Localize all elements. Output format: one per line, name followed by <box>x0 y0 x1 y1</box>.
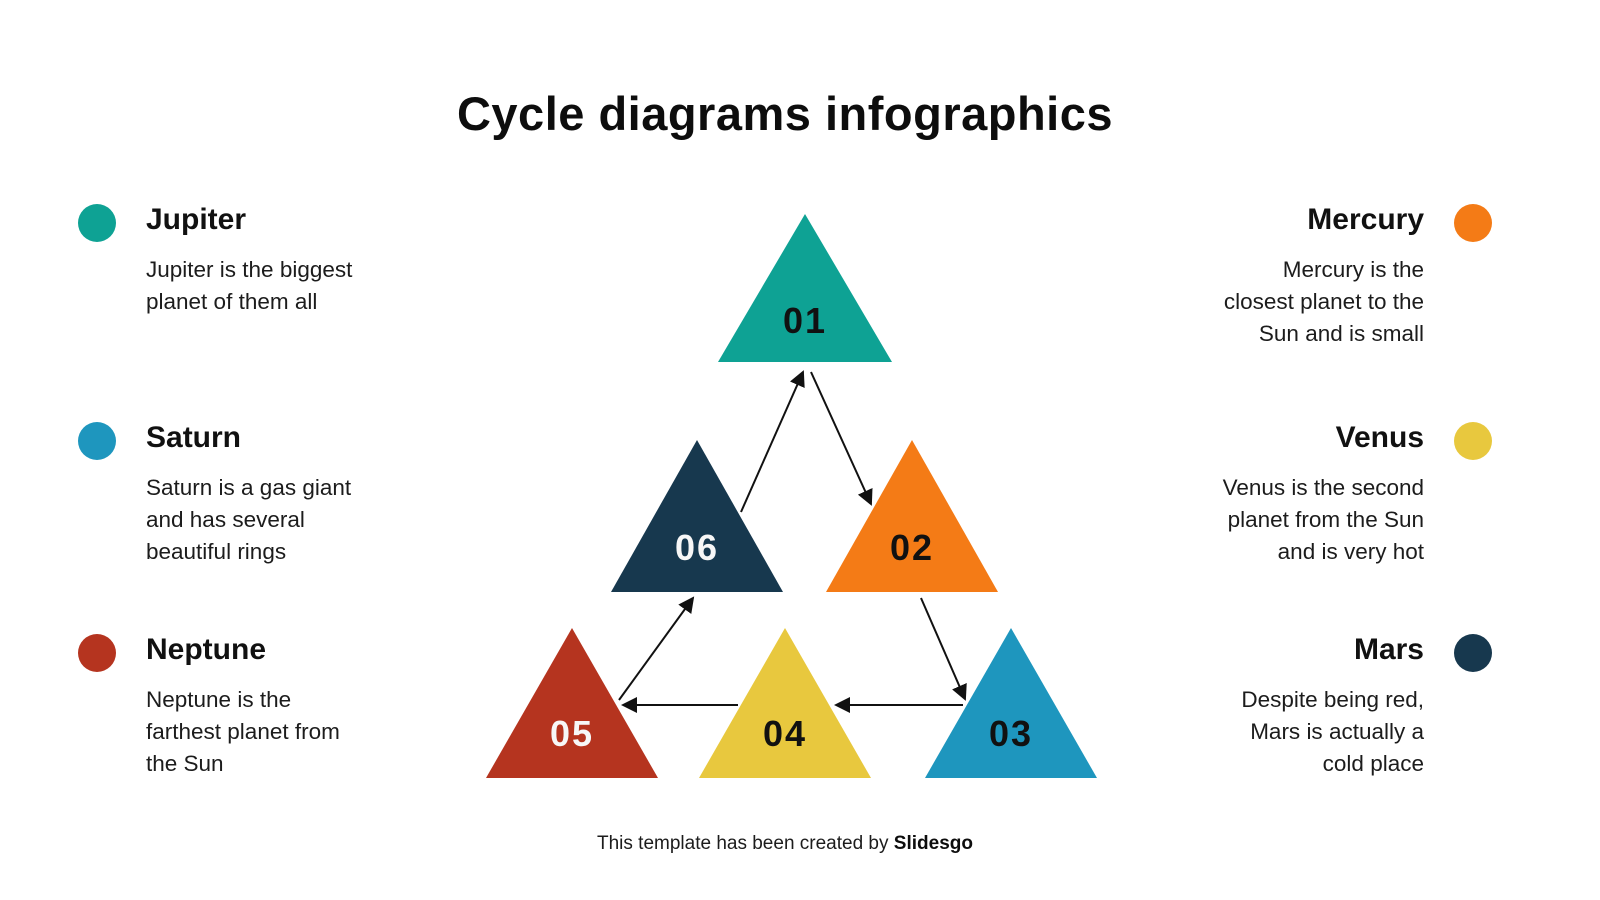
mercury-heading: Mercury <box>1307 203 1424 236</box>
mercury-description: Mercury is the closest planet to the Sun… <box>1223 257 1424 346</box>
triangle-05 <box>486 628 658 778</box>
mars-description: Despite being red, Mars is actually a co… <box>1241 687 1424 776</box>
saturn-heading: Saturn <box>146 421 242 454</box>
arrow-05-to-06 <box>618 596 695 701</box>
mercury-color-dot <box>1454 204 1492 242</box>
neptune-heading: Neptune <box>146 633 266 666</box>
neptune-color-dot <box>78 634 116 672</box>
step-label-03: 03 <box>989 713 1033 754</box>
jupiter-color-dot <box>78 204 116 242</box>
legend-item-mercury: Mercury Mercury is the closest planet to… <box>1224 202 1492 350</box>
footer-credit: This template has been created by Slides… <box>0 833 1570 855</box>
cycle-pyramid-diagram: 01 06 02 05 04 03 <box>486 214 1097 778</box>
saturn-description: Saturn is a gas giant and has several be… <box>146 475 352 564</box>
venus-heading: Venus <box>1335 421 1424 454</box>
step-label-04: 04 <box>763 713 807 754</box>
page-title: Cycle diagrams infographics <box>456 87 1114 140</box>
triangle-06 <box>611 440 783 592</box>
mars-color-dot <box>1454 634 1492 672</box>
step-label-01: 01 <box>783 300 827 341</box>
legend-item-mars: Mars Despite being red, Mars is actually… <box>1241 632 1492 780</box>
triangle-04 <box>699 628 871 778</box>
mars-heading: Mars <box>1353 633 1424 666</box>
triangle-02 <box>826 440 998 592</box>
arrow-01-to-02 <box>810 371 873 506</box>
venus-color-dot <box>1454 422 1492 460</box>
jupiter-heading: Jupiter <box>146 203 247 236</box>
footer-brand: Slidesgo <box>893 833 973 854</box>
step-label-05: 05 <box>550 713 594 754</box>
legend-item-jupiter: Jupiter Jupiter is the biggest planet of… <box>78 202 352 318</box>
triangle-01 <box>718 214 892 362</box>
saturn-color-dot <box>78 422 116 460</box>
arrow-02-to-03 <box>920 597 967 701</box>
legend-item-venus: Venus Venus is the second planet from th… <box>1223 420 1492 568</box>
arrow-06-to-01 <box>740 370 805 513</box>
step-label-06: 06 <box>675 527 719 568</box>
jupiter-description: Jupiter is the biggest planet of them al… <box>146 257 353 314</box>
legend-item-saturn: Saturn Saturn is a gas giant and has sev… <box>78 420 351 568</box>
triangle-03 <box>925 628 1097 778</box>
legend-item-neptune: Neptune Neptune is the farthest planet f… <box>78 632 340 780</box>
step-label-02: 02 <box>890 527 934 568</box>
venus-description: Venus is the second planet from the Sun … <box>1222 475 1424 564</box>
footer-text: This template has been created by <box>597 833 894 854</box>
neptune-description: Neptune is the farthest planet from the … <box>146 687 340 776</box>
